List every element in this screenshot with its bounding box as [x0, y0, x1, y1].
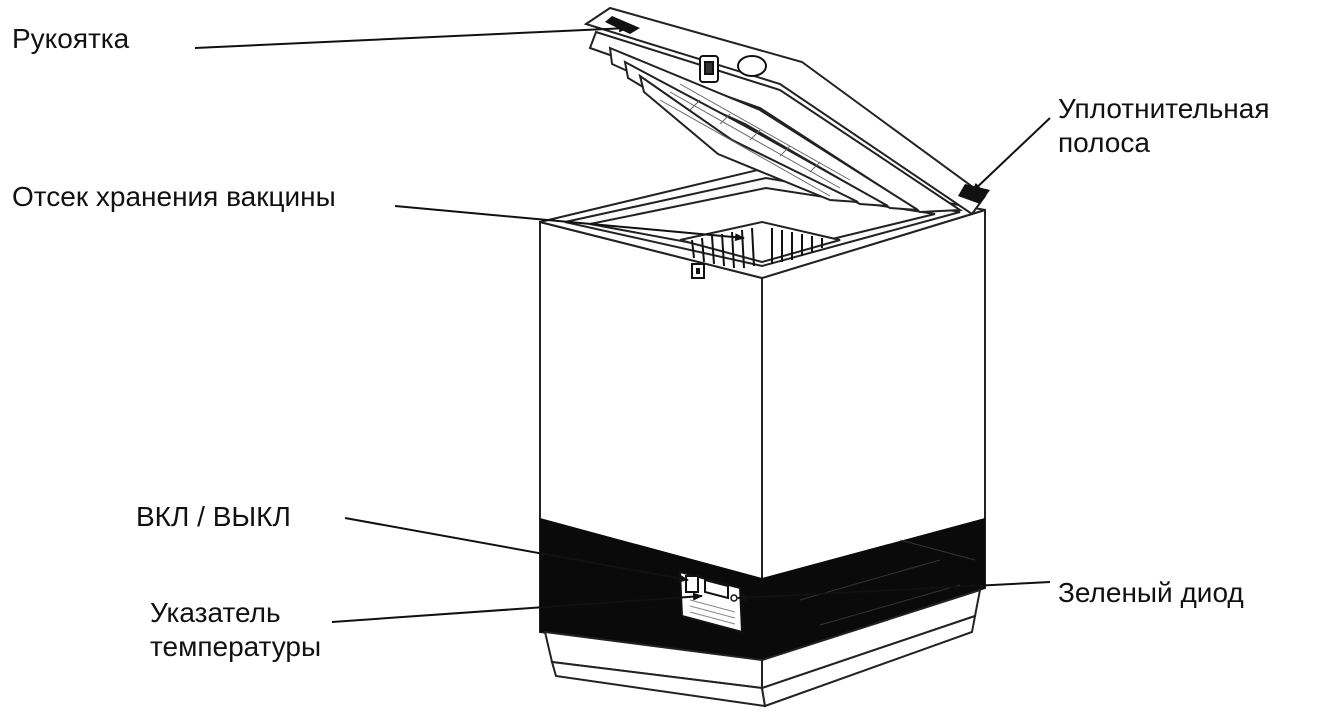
power-switch	[685, 575, 699, 593]
label-thermometer-line1: Указатель	[150, 597, 281, 628]
label-seal-line2: полоса	[1058, 127, 1150, 158]
label-seal-line1: Уплотнительная	[1058, 93, 1270, 124]
label-vaccine-compartment: Отсек хранения вакцины	[12, 181, 336, 212]
label-on-off: ВКЛ / ВЫКЛ	[136, 501, 291, 532]
seal-strip	[958, 184, 990, 204]
control-panel	[678, 570, 744, 634]
band-right	[762, 518, 985, 660]
leader-thermo	[331, 592, 703, 623]
black-band	[540, 518, 985, 660]
freezer-base	[543, 588, 982, 708]
leader-led	[737, 581, 1051, 602]
vaccine-compartment	[679, 220, 841, 279]
label-seal-strip: Уплотнительная полоса	[1058, 92, 1270, 160]
leader-handle	[194, 24, 629, 49]
leader-lines	[194, 24, 1051, 623]
label-thermometer: Указатель температуры	[150, 596, 321, 664]
leader-onoff	[344, 517, 689, 583]
lid-grille	[659, 83, 851, 197]
foot-right	[760, 614, 977, 708]
green-led-dot	[730, 594, 738, 602]
label-green-led: Зеленый диод	[1058, 577, 1244, 608]
band-left	[540, 518, 762, 660]
label-handle: Рукоятка	[12, 23, 130, 54]
temperature-display	[704, 578, 729, 600]
lid-inner-4	[638, 73, 859, 203]
label-thermometer-line2: температуры	[150, 631, 322, 662]
leader-compartment	[394, 205, 745, 242]
leader-seal	[971, 117, 1051, 193]
lid-lock	[699, 55, 767, 83]
